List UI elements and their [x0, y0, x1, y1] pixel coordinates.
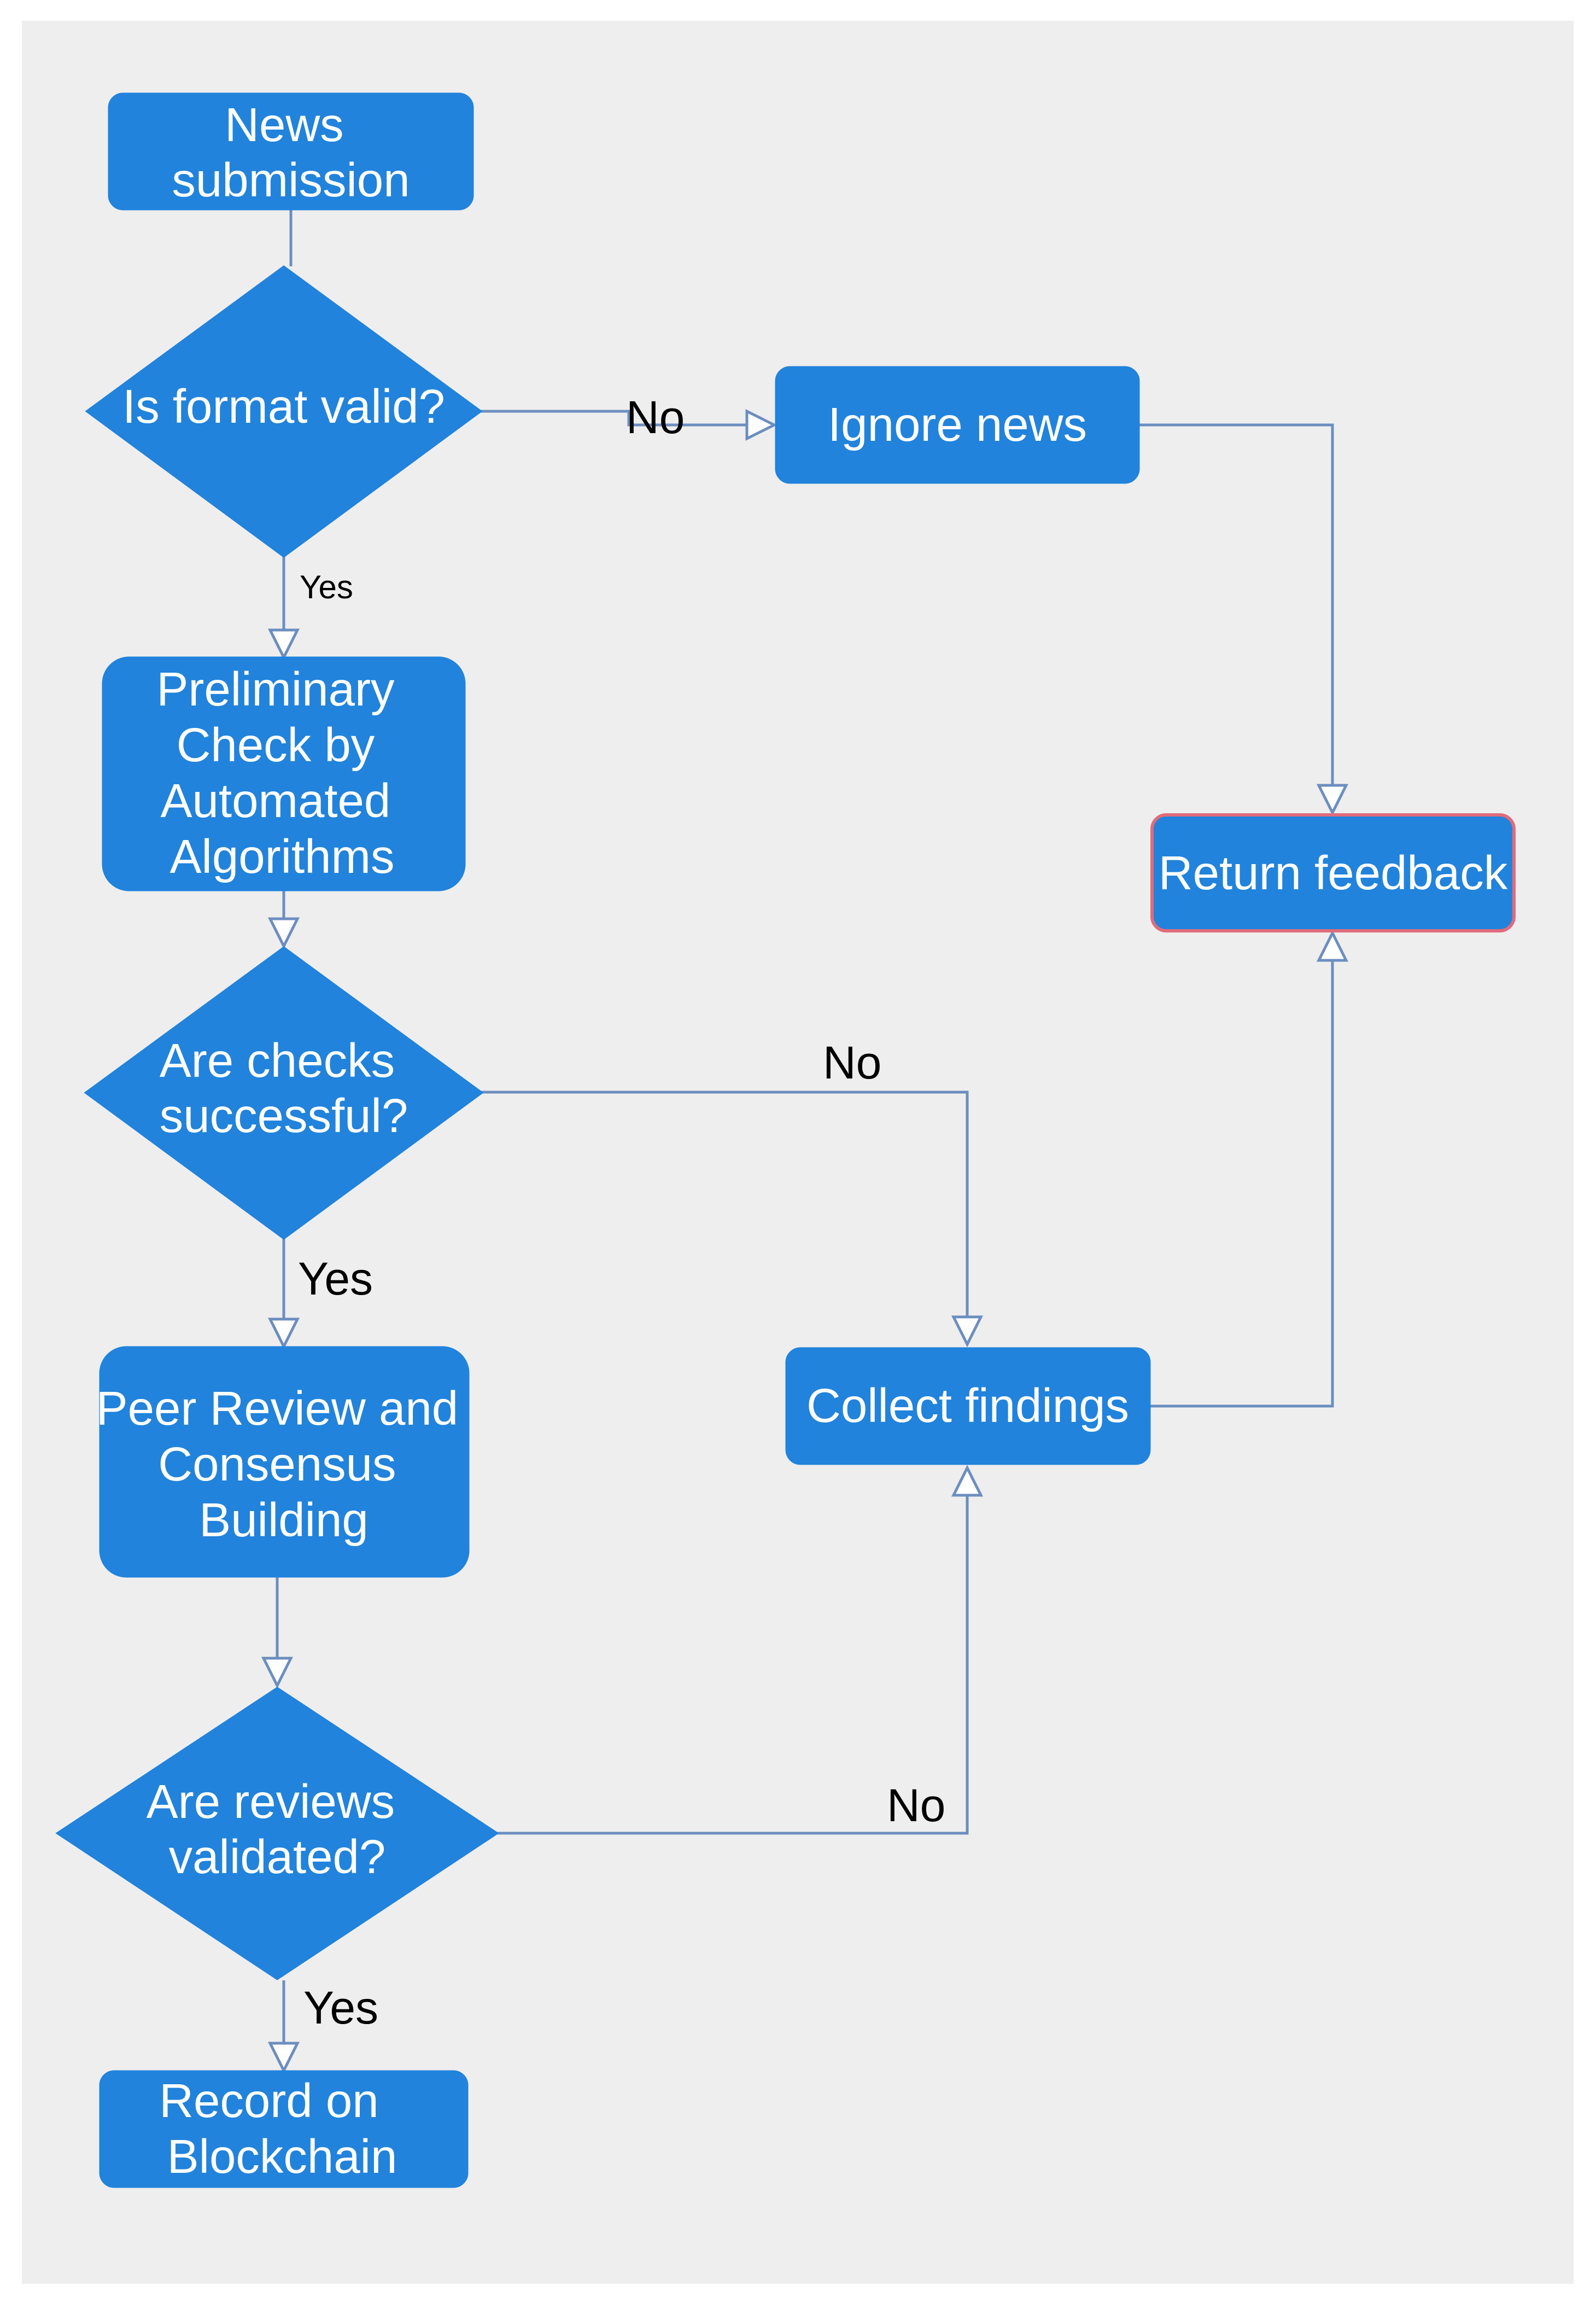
node-label: Return feedback	[1159, 847, 1508, 900]
process-box	[102, 656, 466, 891]
process-box	[99, 1346, 470, 1578]
edges	[261, 210, 1349, 2074]
process-box	[108, 92, 474, 211]
process-box	[785, 1347, 1151, 1465]
edge-reviews-to-collect	[498, 1495, 969, 1835]
process-box-highlighted	[1150, 813, 1516, 932]
node-record-blockchain: Record on Blockchain	[99, 2070, 469, 2188]
node-news-submission: News submission	[108, 92, 474, 211]
edge-label-yes-checks: Yes	[298, 1253, 373, 1304]
edge-labels: No Yes No Yes No Yes	[298, 392, 945, 2033]
edge-label-no-reviews: No	[887, 1780, 945, 1831]
edge-label-no-format: No	[626, 392, 685, 443]
node-label: Collect findings	[806, 1379, 1129, 1432]
arrowhead-return-feedback-bottom	[1316, 930, 1349, 962]
arrowhead-collect-bottom	[951, 1465, 984, 1497]
edge-label-no-checks: No	[823, 1037, 881, 1088]
node-reviews-validated: Are reviews validated?	[55, 1687, 499, 1980]
arrowhead-return-feedback-top	[1316, 784, 1349, 816]
arrowhead-collect-top	[951, 1315, 984, 1348]
decision-diamond	[85, 265, 483, 558]
node-preliminary-check: Preliminary Check by Automated Algorithm…	[102, 656, 466, 891]
node-label: Is format valid?	[122, 380, 445, 433]
node-format-valid: Is format valid?	[85, 265, 483, 558]
decision-diamond	[55, 1687, 499, 1980]
node-label: Are reviews validated?	[147, 1775, 408, 1884]
node-label: Ignore news	[828, 398, 1087, 451]
node-peer-review: Peer Review and Consensus Building	[96, 1346, 472, 1578]
node-collect-findings: Collect findings	[785, 1347, 1151, 1465]
node-return-feedback: Return feedback	[1150, 813, 1516, 932]
edge-label-yes-reviews: Yes	[303, 1982, 378, 2033]
arrowhead-peer-review	[267, 1317, 300, 1350]
arrowhead-checks	[267, 917, 300, 949]
edge-collect-to-feedback	[1150, 960, 1334, 1408]
arrowhead-reviews	[261, 1657, 294, 1689]
node-label: Record on Blockchain	[159, 2074, 397, 2183]
process-box	[775, 366, 1140, 484]
edge-label-yes-format: Yes	[300, 569, 353, 605]
process-box	[99, 2070, 469, 2188]
node-checks-successful: Are checks successful?	[84, 946, 484, 1240]
arrowhead-preliminary	[267, 628, 300, 661]
node-label: News submission	[172, 98, 410, 207]
edge-ignore-to-feedback	[1139, 423, 1334, 785]
edge-checks-to-collect	[481, 1091, 969, 1317]
arrowhead-ignore-news	[745, 409, 777, 441]
node-label: Are checks successful?	[160, 1034, 408, 1142]
decision-diamond	[84, 946, 484, 1240]
node-label: Peer Review and Consensus Building	[96, 1382, 472, 1547]
edge-format-to-ignore	[478, 410, 747, 427]
node-ignore-news: Ignore news	[775, 366, 1140, 484]
node-label: Preliminary Check by Automated Algorithm…	[156, 663, 407, 883]
arrowhead-record	[267, 2042, 300, 2074]
